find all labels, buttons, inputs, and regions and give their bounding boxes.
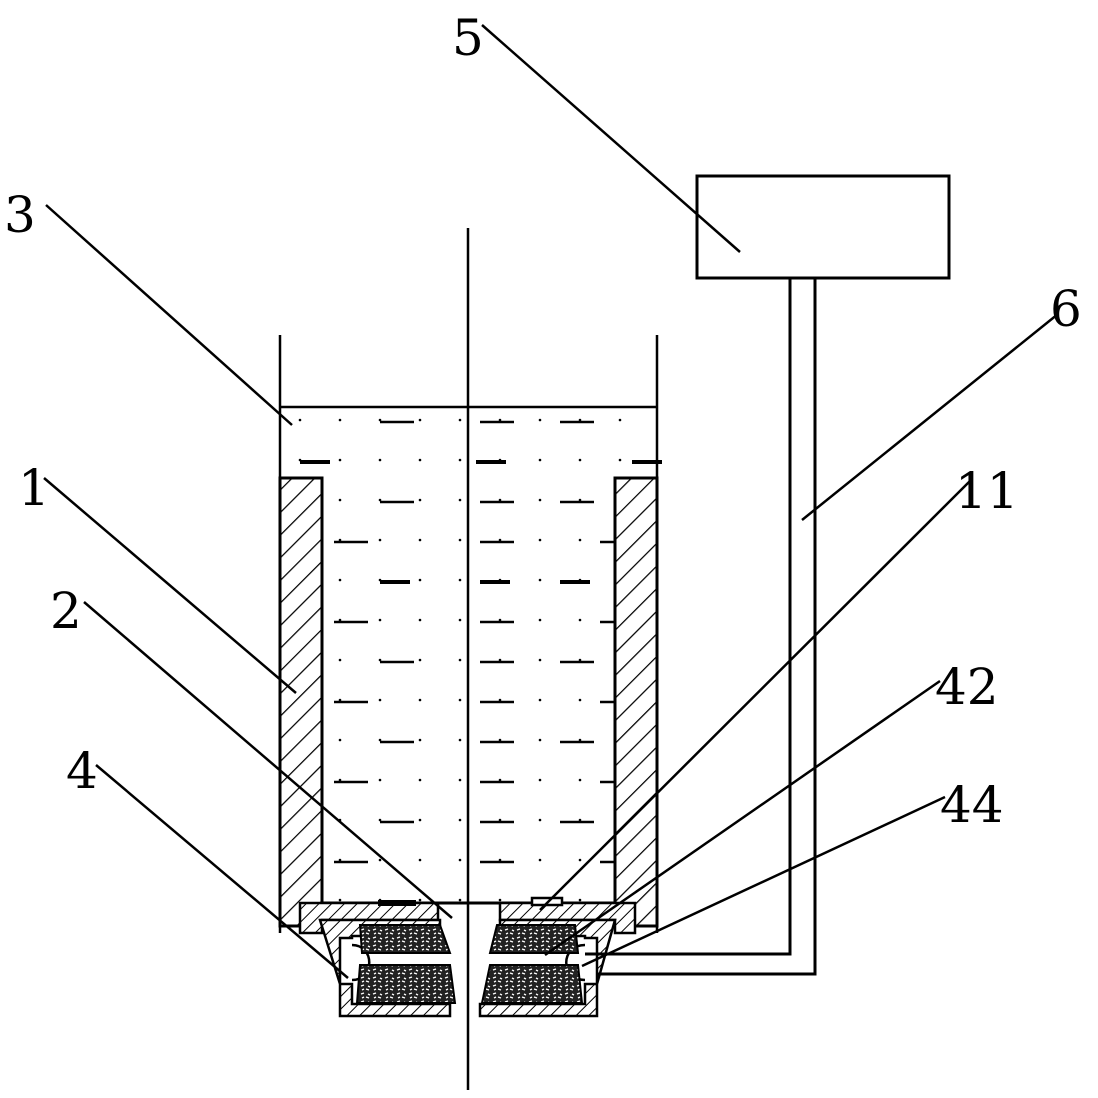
crucible-walls xyxy=(278,476,659,928)
label-3: 3 xyxy=(4,186,36,244)
leader-lines xyxy=(43,24,1059,979)
label-11: 11 xyxy=(955,462,1019,520)
label-4: 4 xyxy=(66,742,98,800)
label-5: 5 xyxy=(452,9,484,67)
controller-and-pipe xyxy=(585,174,951,976)
label-6: 6 xyxy=(1050,280,1082,338)
liquid-body xyxy=(280,405,662,903)
label-44: 44 xyxy=(940,776,1004,834)
labels: 3 1 2 4 5 6 11 42 44 xyxy=(4,9,1082,834)
nozzle-assembly xyxy=(298,896,637,1018)
label-1: 1 xyxy=(18,459,50,517)
label-2: 2 xyxy=(50,582,82,640)
label-42: 42 xyxy=(935,658,999,716)
